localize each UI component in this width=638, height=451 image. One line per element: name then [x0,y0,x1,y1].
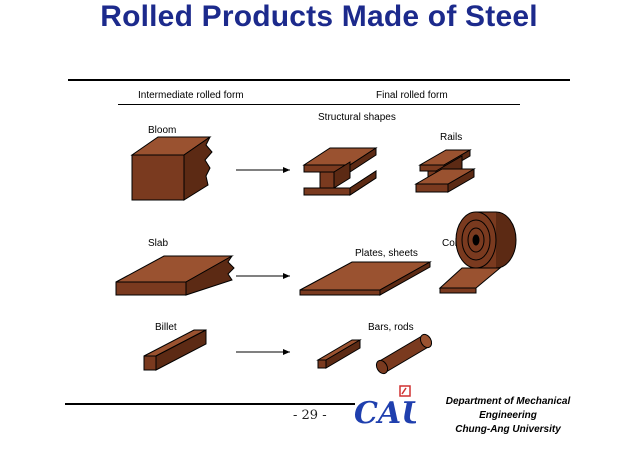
structural-shape-ibeam [302,147,378,196]
label-slab: Slab [148,238,169,249]
billet-bar [143,329,207,371]
coil [438,211,517,294]
square-bar [316,339,362,369]
round-rod [375,333,433,375]
footer-department: Department of Mechanical Engineering Chu… [418,395,598,437]
dept-line2: Chung-Ang University [455,424,561,435]
cau-logo: CAU [352,385,429,438]
rail-section [414,149,476,193]
label-bloom: Bloom [148,125,177,136]
title-underline [68,79,570,81]
bloom-block [130,136,213,201]
slide-title: Rolled Products Made of Steel [100,0,538,33]
header-divider [118,104,520,105]
label-structural-shapes: Structural shapes [318,112,396,123]
label-billet: Billet [155,322,177,333]
label-plates-sheets: Plates, sheets [355,248,418,259]
label-coils: Coils [442,238,465,249]
plate-sheet [299,261,432,296]
header-intermediate: Intermediate rolled form [138,90,244,101]
svg-text:CAU: CAU [354,396,416,431]
label-bars-rods: Bars, rods [368,322,414,333]
page-number: - 29 - [293,408,327,423]
slab-block [115,255,235,296]
dept-line1: Department of Mechanical Engineering [445,396,571,421]
header-final: Final rolled form [376,90,448,101]
label-rails: Rails [440,132,463,143]
